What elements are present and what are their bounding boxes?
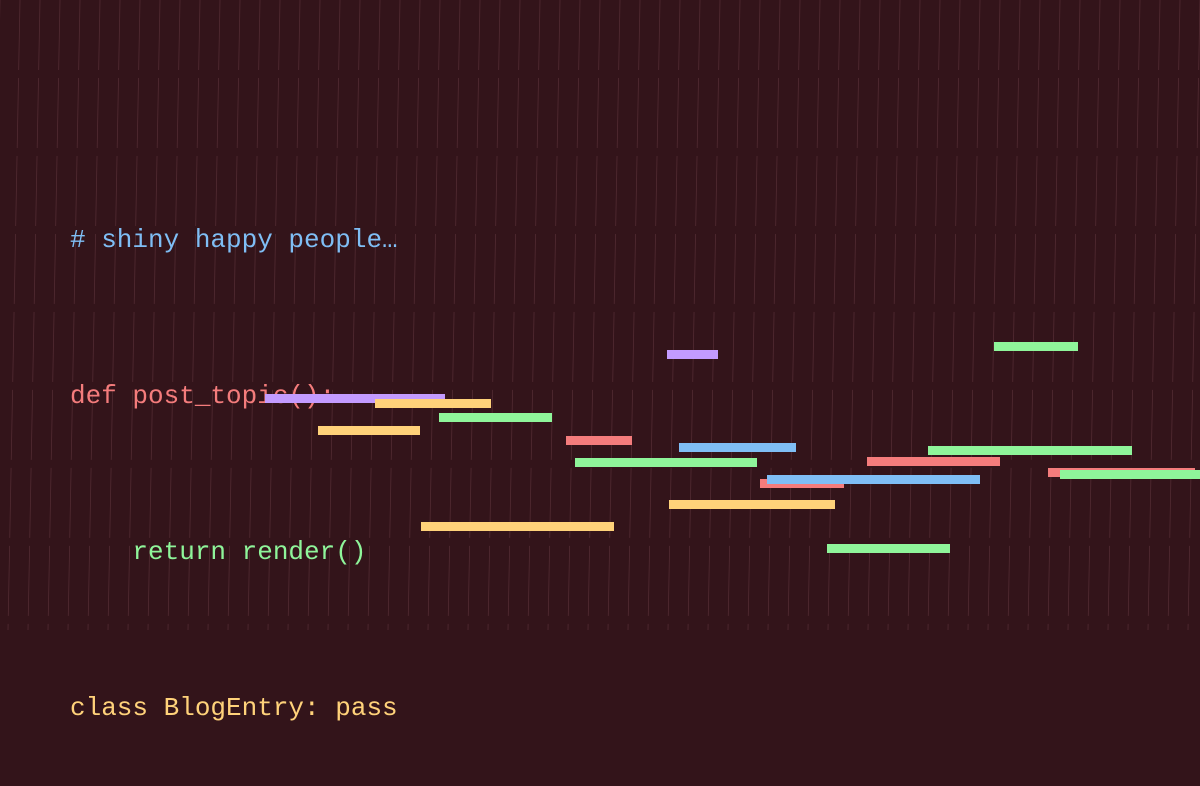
background-stripe <box>887 0 901 630</box>
background-stripe <box>687 0 701 630</box>
decorative-bar-blue <box>679 443 796 452</box>
background-stripe <box>207 0 221 630</box>
background-stripe <box>187 0 201 630</box>
decorative-bar-purple <box>265 394 445 403</box>
background-stripe <box>1047 0 1061 630</box>
decorative-bar-yellow <box>421 522 614 531</box>
background-stripe <box>1087 0 1101 630</box>
background-stripe <box>387 0 401 630</box>
decorative-bars <box>265 342 1200 553</box>
background-stripe <box>987 0 1001 630</box>
background-stripe <box>647 0 661 630</box>
decorative-bar-yellow <box>375 399 491 408</box>
decorative-bar-green <box>439 413 552 422</box>
background-stripe <box>267 0 281 630</box>
decorative-bar-red <box>867 457 1000 466</box>
background-stripe <box>727 0 741 630</box>
code-def-line: def post_topic(): <box>70 381 336 411</box>
background-stripe <box>7 0 21 630</box>
background-stripe <box>247 0 261 630</box>
background-stripe <box>287 0 301 630</box>
decorative-bar-blue <box>767 475 980 484</box>
decorative-bar-purple <box>667 350 718 359</box>
background-stripe <box>907 0 921 630</box>
background-stripe <box>967 0 981 630</box>
decorative-bar-yellow <box>669 500 835 509</box>
background-stripe <box>347 0 361 630</box>
decorative-bar-green <box>575 458 757 467</box>
background-stripe <box>227 0 241 630</box>
background-stripe <box>847 0 861 630</box>
background-stripe <box>1187 0 1200 630</box>
background-stripe <box>1107 0 1121 630</box>
background-stripe <box>47 0 61 630</box>
decorative-bar-green <box>928 446 1132 455</box>
background-stripe <box>947 0 961 630</box>
background-stripe <box>67 0 81 630</box>
background-stripe <box>1127 0 1141 630</box>
background-stripe <box>167 0 181 630</box>
background-stripe <box>767 0 781 630</box>
background-stripe <box>407 0 421 630</box>
background-stripe <box>627 0 641 630</box>
background-stripe <box>667 0 681 630</box>
decorative-bar-green <box>994 342 1078 351</box>
background-stripe <box>1147 0 1161 630</box>
background-stripe <box>807 0 821 630</box>
background-stripe <box>27 0 41 630</box>
background-stripe <box>367 0 381 630</box>
decorative-bar-yellow <box>318 426 420 435</box>
code-class-line: class BlogEntry: pass <box>70 693 398 723</box>
background-stripe <box>307 0 321 630</box>
decorative-bar-red <box>566 436 632 445</box>
background-stripe <box>927 0 941 630</box>
background-stripe <box>707 0 721 630</box>
background-stripe <box>127 0 141 630</box>
background-stripe <box>327 0 341 630</box>
code-return-line: return render() <box>70 537 367 567</box>
decorative-bar-green <box>827 544 950 553</box>
background-stripe <box>1067 0 1081 630</box>
code-comment-line: # shiny happy people… <box>70 225 398 255</box>
background-stripe <box>147 0 161 630</box>
background-stripe <box>787 0 801 630</box>
decorative-bar-green <box>1060 470 1200 479</box>
background-stripe <box>1167 0 1181 630</box>
background-stripe <box>1027 0 1041 630</box>
background-stripe <box>107 0 121 630</box>
background-stripe <box>1007 0 1021 630</box>
background-stripe <box>827 0 841 630</box>
background-stripe <box>747 0 761 630</box>
background-stripe <box>867 0 881 630</box>
background-stripe <box>87 0 101 630</box>
